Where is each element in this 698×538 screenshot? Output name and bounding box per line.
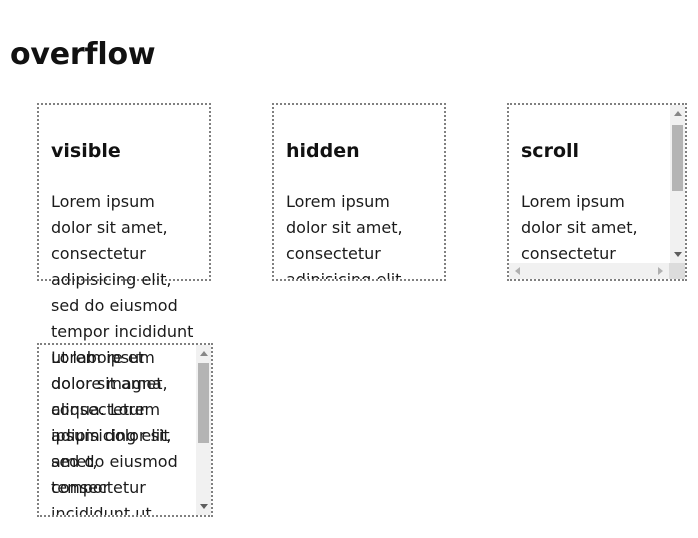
box-heading-visible: visible <box>51 140 121 162</box>
horizontal-scrollbar-scroll[interactable] <box>509 263 669 279</box>
scroll-content-auto: auto Lorem ipsum dolor sit amet, consect… <box>51 345 183 515</box>
scroll-viewport-auto: auto Lorem ipsum dolor sit amet, consect… <box>39 345 195 515</box>
scrollbar-corner <box>669 263 685 279</box>
vertical-scrollbar-thumb[interactable] <box>198 363 209 443</box>
arrow-right-icon[interactable] <box>658 267 663 275</box>
arrow-down-icon[interactable] <box>199 504 208 509</box>
page-title: overflow <box>10 37 156 73</box>
box-text-auto: Lorem ipsum dolor sit amet, consectetur … <box>51 348 178 515</box>
vertical-scrollbar-thumb[interactable] <box>672 125 683 191</box>
box-heading-scroll: scroll <box>521 140 580 162</box>
arrow-up-icon[interactable] <box>199 351 208 356</box>
arrow-down-icon[interactable] <box>673 252 682 257</box>
vertical-scrollbar-scroll[interactable] <box>669 105 685 263</box>
arrow-left-icon[interactable] <box>515 267 520 275</box>
scroll-content-scroll: scroll Lorem ipsum dolor sit amet, conse… <box>521 139 657 263</box>
overflow-box-hidden: hidden Lorem ipsum dolor sit amet, conse… <box>272 103 446 281</box>
overflow-box-auto: auto Lorem ipsum dolor sit amet, consect… <box>37 343 213 517</box>
box-text-hidden: Lorem ipsum dolor sit amet, consectetur … <box>286 192 407 281</box>
arrow-up-icon[interactable] <box>673 111 682 116</box>
overflow-box-visible: visible Lorem ipsum dolor sit amet, cons… <box>37 103 211 497</box>
box-heading-hidden: hidden <box>286 140 360 162</box>
vertical-scrollbar-auto[interactable] <box>195 345 211 515</box>
box-text-scroll: Lorem ipsum dolor sit amet, consectetur … <box>521 192 638 263</box>
overflow-box-scroll: scroll Lorem ipsum dolor sit amet, conse… <box>507 103 687 281</box>
box-text-visible: Lorem ipsum dolor sit amet, consectetur … <box>51 192 194 497</box>
scroll-viewport-scroll: scroll Lorem ipsum dolor sit amet, conse… <box>509 105 669 263</box>
